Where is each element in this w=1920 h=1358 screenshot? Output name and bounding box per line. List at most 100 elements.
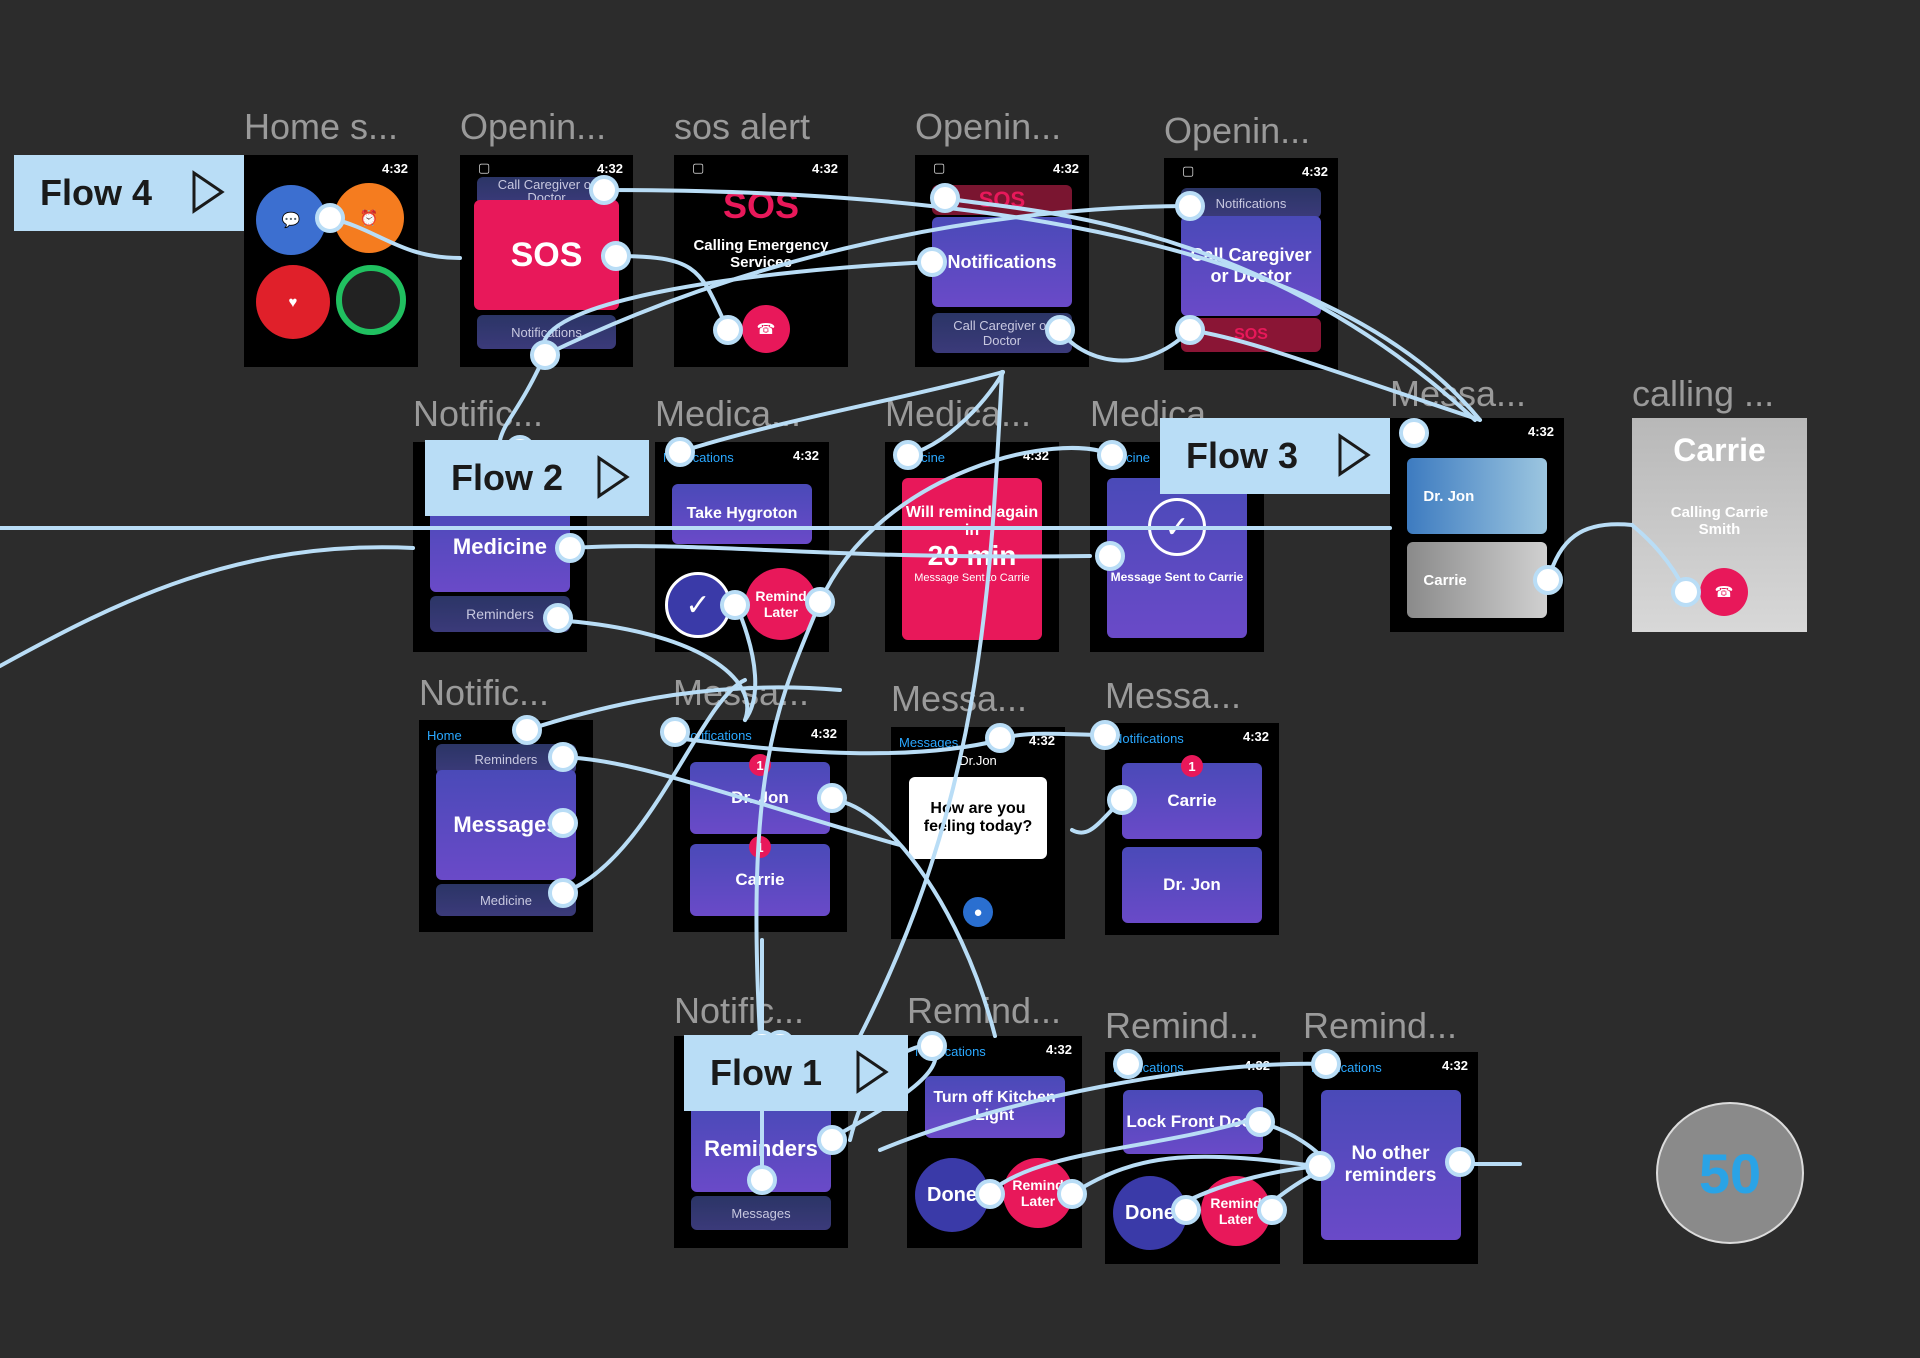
frame-label-opening2: Openin... [915, 106, 1062, 147]
messages-app-icon[interactable]: 💬 [256, 185, 326, 255]
frame-label-sos: sos alert [674, 106, 811, 147]
frame-opening1[interactable]: ▢ 4:32 Call Caregiver or Doctor SOS Noti… [460, 155, 633, 367]
flow-1-button[interactable]: Flow 1 [684, 1035, 908, 1111]
contact-dr-jon[interactable]: Dr. Jon [1407, 458, 1547, 534]
check-icon[interactable]: ✓ [665, 572, 731, 638]
time-label: 4:32 [1301, 164, 1328, 179]
remind-later-button[interactable]: Remind Later [745, 568, 817, 640]
flow-2-button[interactable]: Flow 2 [425, 440, 649, 516]
sos-option[interactable]: SOS [1181, 318, 1321, 352]
unread-badge: 1 [748, 754, 771, 776]
caregiver-option[interactable]: Call Caregiver or Doctor [932, 313, 1072, 353]
hangup-button[interactable]: ☎ [1700, 568, 1748, 616]
flow-label: Flow 3 [1186, 435, 1299, 476]
nav-back[interactable]: Notifications [1113, 1060, 1184, 1075]
calling-status: Calling Carrie Smith [1670, 504, 1769, 538]
frame-messages-contacts[interactable]: 4:32 Dr. Jon Carrie [1390, 418, 1564, 632]
frame-sos-alert[interactable]: ▢ 4:32 SOS Calling Emergency Services ☎ [674, 155, 848, 367]
nav-back[interactable]: Notifications [915, 1044, 986, 1059]
messages-option[interactable]: Messages [691, 1196, 831, 1230]
message-item-dr-jon[interactable]: Dr. Jon [1122, 847, 1262, 923]
time-label: 4:32 [811, 161, 838, 176]
frame-home[interactable]: 4:32 💬 ⏰ ♥ [244, 155, 418, 367]
frame-label-remind1: Remind... [907, 990, 1062, 1031]
frame-messages-2[interactable]: Messages 4:32 Dr.Jon How are you feeling… [891, 727, 1065, 939]
medicine-card: Take Hygroton [672, 484, 812, 544]
frame-reminder-3[interactable]: Notifications 4:32 No other reminders [1303, 1052, 1478, 1264]
activity-app-icon[interactable] [336, 265, 406, 335]
time-label: 4:32 [1045, 1042, 1072, 1057]
medicine-option[interactable]: Medicine [436, 884, 576, 916]
remind-card: Will remind again in 20 min Message Sent… [902, 478, 1042, 640]
time-label: 4:32 [1028, 733, 1055, 748]
check-icon: ✓ [1147, 498, 1206, 556]
message-sent-text: Message Sent to Carrie [914, 572, 1030, 584]
medicine-button[interactable]: Medicine [430, 502, 570, 592]
time-label: 4:32 [1527, 424, 1554, 439]
message-sent-text: Message Sent to Carrie [1110, 570, 1244, 584]
alarm-app-icon[interactable]: ⏰ [334, 183, 404, 253]
reminders-option[interactable]: Reminders [430, 596, 570, 632]
caller-name: Carrie [1673, 432, 1766, 468]
frame-label-calling: calling ... [1632, 373, 1775, 414]
notifications-option[interactable]: Notifications [477, 315, 616, 349]
item-label: Dr. Jon [731, 788, 789, 807]
frame-medical-2[interactable]: Medicine 4:32 Will remind again in 20 mi… [885, 442, 1059, 652]
done-button[interactable]: Done [915, 1158, 989, 1232]
frame-opening2[interactable]: ▢ 4:32 SOS Notifications Call Caregiver … [915, 155, 1089, 367]
frame-opening3[interactable]: ▢ 4:32 Notifications Call Caregiver or D… [1164, 158, 1338, 370]
chat-icon: ▢ [933, 160, 946, 175]
messages-button[interactable]: Messages [436, 770, 576, 880]
frame-counter-badge: 50 [1656, 1102, 1804, 1244]
nav-back[interactable]: Notifications [663, 450, 734, 465]
nav-back[interactable]: Medicine [1098, 450, 1151, 465]
frame-label-opening3: Openin... [1164, 110, 1311, 151]
remind-later-button[interactable]: Remind Later [1003, 1158, 1073, 1228]
frame-label-home: Home s... [244, 106, 399, 147]
frame-medical-1[interactable]: Notifications 4:32 Take Hygroton ✓ Remin… [655, 442, 829, 652]
hangup-button[interactable]: ☎ [742, 305, 790, 353]
frame-label-opening1: Openin... [460, 106, 607, 147]
nav-back[interactable]: Medicine [893, 450, 946, 465]
heart-app-icon[interactable]: ♥ [256, 265, 330, 339]
play-icon [192, 170, 225, 214]
caregiver-button[interactable]: Call Caregiver or Doctor [1181, 216, 1321, 316]
sos-button[interactable]: SOS [473, 200, 620, 310]
time-label: 4:32 [381, 161, 408, 176]
flow-4-button[interactable]: Flow 4 [14, 155, 244, 231]
frame-calling[interactable]: Carrie Calling Carrie Smith ☎ [1632, 418, 1807, 632]
done-button[interactable]: Done [1113, 1176, 1187, 1250]
nav-back[interactable]: Messages [899, 735, 959, 750]
time-label: 4:32 [596, 161, 623, 176]
notifications-option[interactable]: Notifications [1181, 188, 1321, 218]
microphone-icon[interactable]: ● [963, 897, 993, 927]
sos-option[interactable]: SOS [932, 185, 1072, 215]
calling-text: Calling Emergency Services [693, 237, 829, 271]
reminders-button[interactable]: Reminders [691, 1106, 831, 1192]
time-label: 4:32 [792, 448, 819, 463]
frame-notifications-2[interactable]: Home Reminders Messages Medicine [419, 720, 593, 932]
frame-label-remind3: Remind... [1303, 1005, 1458, 1046]
flow-label: Flow 4 [40, 172, 153, 213]
play-icon [597, 455, 630, 499]
remind-later-button[interactable]: Remind Later [1201, 1176, 1271, 1246]
frame-label-medical1: Medica... [655, 393, 802, 434]
contact-carrie[interactable]: Carrie [1407, 542, 1547, 618]
nav-home[interactable]: Home [427, 728, 462, 743]
flow-3-button[interactable]: Flow 3 [1160, 418, 1390, 494]
nav-back[interactable]: Notifications [1113, 731, 1184, 746]
nav-back[interactable]: Notifications [681, 728, 752, 743]
frame-label-medical2: Medica... [885, 393, 1032, 434]
frame-reminder-2[interactable]: Notifications 4:32 Lock Front Door Done … [1105, 1052, 1280, 1264]
flow-label: Flow 2 [451, 457, 564, 498]
frame-reminder-1[interactable]: Notifications 4:32 Turn off Kitchen Ligh… [907, 1036, 1082, 1248]
notifications-button[interactable]: Notifications [932, 217, 1072, 307]
nav-back[interactable]: Notifications [1311, 1060, 1382, 1075]
frame-label-notif1: Notific... [413, 393, 544, 434]
chat-icon: ▢ [478, 160, 491, 175]
